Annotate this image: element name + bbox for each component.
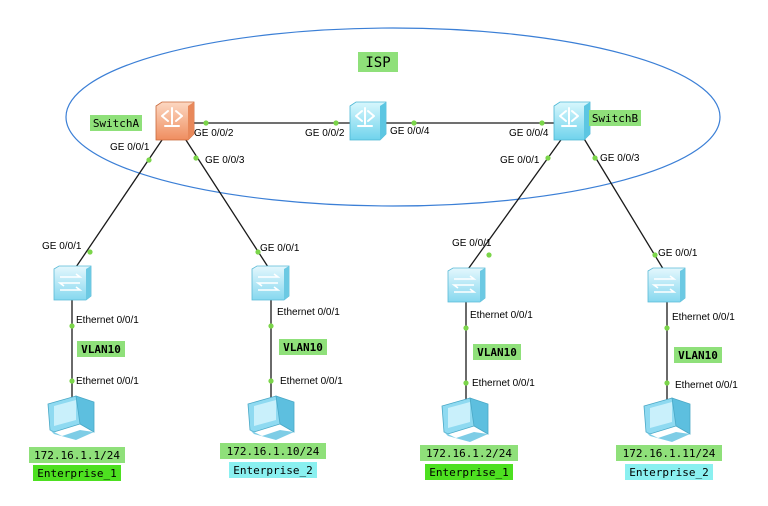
pc-icon[interactable] xyxy=(643,397,691,442)
uplink-port-label: GE 0/0/1 xyxy=(452,238,492,249)
branch-3: GE 0/0/1 Ethernet 0/0/1 VLAN10 Ethernet … xyxy=(420,238,535,480)
access-switch[interactable] xyxy=(447,267,486,303)
port-dot xyxy=(411,120,417,126)
core-switch-icon xyxy=(349,101,387,141)
access-switch-icon xyxy=(251,265,290,301)
vlan-tag: VLAN10 xyxy=(678,349,718,362)
isp-ellipse xyxy=(65,27,721,207)
port-label-b-ge004: GE 0/0/4 xyxy=(509,128,549,139)
switch-a-label-bg xyxy=(90,115,142,131)
downlink-port-label: Ethernet 0/0/1 xyxy=(277,307,340,318)
isp-label-bg xyxy=(358,52,398,72)
uplink-port-label: GE 0/0/1 xyxy=(658,248,698,259)
enterprise-tag-bg xyxy=(425,464,513,480)
port-dot xyxy=(463,325,469,331)
vlan-tag: VLAN10 xyxy=(81,343,121,356)
port-dot xyxy=(592,155,598,161)
vlan-tag-bg xyxy=(77,341,125,357)
ip-label: 172.16.1.1/24 xyxy=(34,449,120,462)
port-label-b-ge001: GE 0/0/1 xyxy=(500,155,540,166)
switch-a-label: SwitchA xyxy=(93,117,140,130)
port-dot xyxy=(193,155,199,161)
pc-icon[interactable] xyxy=(247,395,295,440)
port-label-m-ge004: GE 0/0/4 xyxy=(390,126,430,137)
access-switch-icon xyxy=(53,265,92,301)
port-label-b-ge003: GE 0/0/3 xyxy=(600,153,640,164)
ip-label: 172.16.1.2/24 xyxy=(426,447,512,460)
port-label-a-ge002: GE 0/0/2 xyxy=(194,128,234,139)
access-switch-icon xyxy=(447,267,486,303)
ip-label-bg xyxy=(220,443,326,459)
port-label-a-ge003: GE 0/0/3 xyxy=(205,155,245,166)
core-switch-icon xyxy=(553,101,591,141)
access-switch[interactable] xyxy=(647,267,686,303)
uplink-port-label: GE 0/0/1 xyxy=(260,243,300,254)
uplink-port-label: GE 0/0/1 xyxy=(42,241,82,252)
pc-port-label: Ethernet 0/0/1 xyxy=(280,376,343,387)
ip-label-bg xyxy=(29,447,125,463)
port-dot xyxy=(146,157,152,163)
vlan-tag-bg xyxy=(473,344,521,360)
port-dot xyxy=(268,378,274,384)
port-dot xyxy=(652,252,658,258)
port-dot xyxy=(268,323,274,329)
core-switch-icon xyxy=(155,101,195,141)
links xyxy=(71,122,668,402)
port-dot xyxy=(87,249,93,255)
branch-4: GE 0/0/1 Ethernet 0/0/1 VLAN10 Ethernet … xyxy=(616,248,738,480)
port-dot xyxy=(664,380,670,386)
switch-b-label-bg xyxy=(589,110,641,126)
branch-1: GE 0/0/1 Ethernet 0/0/1 VLAN10 Ethernet … xyxy=(29,241,139,481)
ip-label: 172.16.1.10/24 xyxy=(227,445,320,458)
core-switch-b[interactable] xyxy=(553,101,591,141)
port-label-a-ge001: GE 0/0/1 xyxy=(110,142,150,153)
port-dot xyxy=(486,252,492,258)
enterprise-tag-bg xyxy=(33,465,121,481)
port-dot xyxy=(69,323,75,329)
port-dot xyxy=(333,120,339,126)
ip-label-bg xyxy=(420,445,518,461)
access-switch-icon xyxy=(647,267,686,303)
access-switch[interactable] xyxy=(251,265,290,301)
vlan-tag: VLAN10 xyxy=(283,341,323,354)
port-dot xyxy=(69,378,75,384)
port-dot xyxy=(545,155,551,161)
enterprise-tag: Enterprise_1 xyxy=(37,467,116,480)
pc-icon[interactable] xyxy=(441,397,489,442)
port-dot xyxy=(664,325,670,331)
branch-2: GE 0/0/1 Ethernet 0/0/1 VLAN10 Ethernet … xyxy=(220,243,343,478)
port-dot xyxy=(203,120,209,126)
enterprise-tag: Enterprise_1 xyxy=(429,466,508,479)
enterprise-tag: Enterprise_2 xyxy=(629,466,708,479)
pc-icon[interactable] xyxy=(47,395,95,440)
switch-b-label: SwitchB xyxy=(592,112,639,125)
core-switch-middle[interactable] xyxy=(349,101,387,141)
ip-label-bg xyxy=(616,445,722,461)
link-a-access1 xyxy=(73,136,165,271)
port-dot xyxy=(539,120,545,126)
downlink-port-label: Ethernet 0/0/1 xyxy=(470,310,533,321)
pc-port-label: Ethernet 0/0/1 xyxy=(472,378,535,389)
isp-label: ISP xyxy=(365,55,390,71)
link-a-access2 xyxy=(183,136,271,271)
pc-port-label: Ethernet 0/0/1 xyxy=(675,380,738,391)
downlink-port-label: Ethernet 0/0/1 xyxy=(672,312,735,323)
enterprise-tag-bg xyxy=(625,464,713,480)
port-dot xyxy=(255,249,261,255)
vlan-tag: VLAN10 xyxy=(477,346,517,359)
ip-label: 172.16.1.11/24 xyxy=(623,447,716,460)
enterprise-tag: Enterprise_2 xyxy=(233,464,312,477)
enterprise-tag-bg xyxy=(229,462,317,478)
port-dot xyxy=(463,380,469,386)
port-dots xyxy=(69,120,670,386)
vlan-tag-bg xyxy=(674,347,722,363)
vlan-tag-bg xyxy=(279,339,327,355)
downlink-port-label: Ethernet 0/0/1 xyxy=(76,315,139,326)
access-switch[interactable] xyxy=(53,265,92,301)
core-switch-a[interactable] xyxy=(155,101,195,141)
port-label-m-ge002: GE 0/0/2 xyxy=(305,128,345,139)
pc-port-label: Ethernet 0/0/1 xyxy=(76,376,139,387)
